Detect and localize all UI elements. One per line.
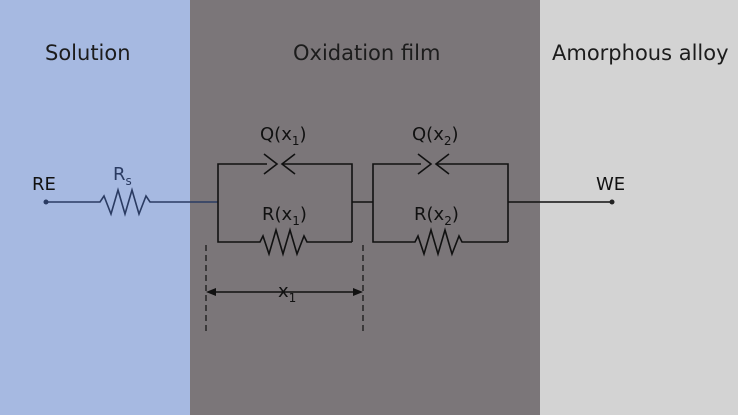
dimension-arrow-left: [206, 288, 216, 296]
r2-resistor: [372, 202, 508, 257]
dimension-label: x1: [278, 281, 296, 305]
q1-wire-left: [217, 163, 267, 202]
solution-label: Solution: [45, 41, 131, 65]
amorphous-alloy-label: Amorphous alloy: [552, 41, 729, 65]
parallel-block-1: [217, 153, 353, 257]
q1-label: Q(x1): [260, 124, 307, 148]
q1-cpe-element-a: [263, 153, 279, 175]
re-label: RE: [32, 174, 56, 195]
oxidation-film-label: Oxidation film: [293, 41, 441, 65]
we-label: WE: [596, 174, 625, 195]
oxidation-film-region: Oxidation film: [190, 0, 540, 415]
amorphous-alloy-region: Amorphous alloy: [540, 0, 738, 415]
we-terminal-dot: [609, 199, 615, 205]
parallel-block-2: [372, 153, 509, 257]
r2-label: R(x2): [414, 204, 459, 228]
dimension-arrow-right: [353, 288, 363, 296]
q2-wire-left: [372, 163, 421, 202]
q2-label: Q(x2): [412, 124, 459, 148]
solution-region: Solution: [0, 0, 190, 415]
q2-wire-right: [436, 163, 509, 242]
rs-label: Rs: [113, 164, 132, 188]
r1-label: R(x1): [262, 204, 307, 228]
r1-resistor: [217, 202, 352, 257]
rs-resistor: [46, 187, 218, 217]
q1-wire-right: [282, 163, 353, 242]
q2-cpe-element-a: [417, 153, 433, 175]
